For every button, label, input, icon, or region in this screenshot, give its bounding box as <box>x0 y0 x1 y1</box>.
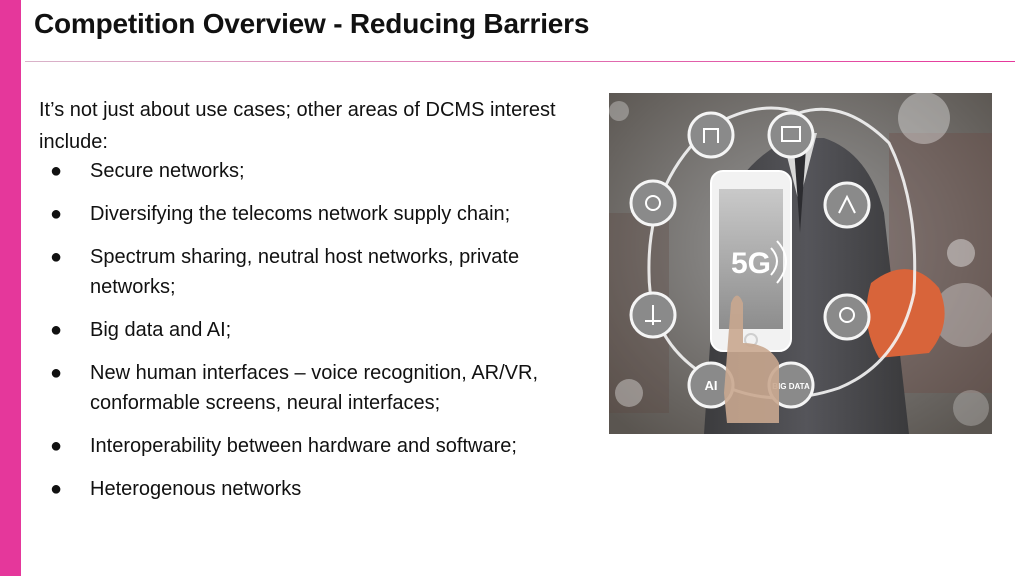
bullet-text: Big data and AI; <box>90 319 232 341</box>
list-item: ● Secure networks; <box>50 156 610 186</box>
bullet-text: Secure networks; <box>90 160 245 182</box>
gear-icon <box>645 195 661 211</box>
list-item: ● Diversifying the telecoms network suppl… <box>50 199 610 229</box>
list-item: ● Spectrum sharing, neutral host networks… <box>50 242 610 302</box>
bullet-dot: ● <box>50 362 63 384</box>
bullet-dot: ● <box>50 478 63 500</box>
5g-illustration: 5G AI BIG DATA <box>609 93 992 434</box>
ai-icon-label: AI <box>705 378 718 393</box>
windmill-icon <box>645 305 661 325</box>
list-item: ● Interoperability between hardware and s… <box>50 431 610 461</box>
bulb-icon <box>839 307 855 323</box>
list-item: ● Heterogenous networks <box>50 474 610 504</box>
intro-text: It’s not just about use cases; other are… <box>39 99 556 153</box>
big-data-icon-label: BIG DATA <box>772 382 810 391</box>
bullet-text: Heterogenous networks <box>90 478 302 500</box>
bullet-dot: ● <box>50 160 63 182</box>
bullet-text: New human interfaces – voice recognition… <box>90 362 538 414</box>
list-item: ● Big data and AI; <box>50 315 610 345</box>
robot-arm-icon <box>838 194 856 214</box>
list-item: ● New human interfaces – voice recognitio… <box>50 358 610 418</box>
bullet-dot: ● <box>50 319 63 341</box>
bullet-dot: ● <box>50 246 63 268</box>
5g-label: 5G <box>731 247 771 280</box>
bullet-dot: ● <box>50 435 63 457</box>
title-divider <box>25 61 1015 62</box>
bullet-text: Interoperability between hardware and so… <box>90 435 517 457</box>
bullet-text: Spectrum sharing, neutral host networks,… <box>90 246 520 298</box>
screen-icon <box>781 126 801 142</box>
factory-icon <box>703 128 719 143</box>
accent-bar <box>0 0 21 576</box>
bullet-dot: ● <box>50 203 63 225</box>
bullet-list: ● Secure networks; ● Diversifying the tele… <box>50 156 610 517</box>
bullet-text: Diversifying the telecoms network supply… <box>90 203 511 225</box>
slide-title: Competition Overview - Reducing Barriers <box>34 8 590 39</box>
5g-network-image: 5G AI BIG DATA <box>609 93 992 434</box>
